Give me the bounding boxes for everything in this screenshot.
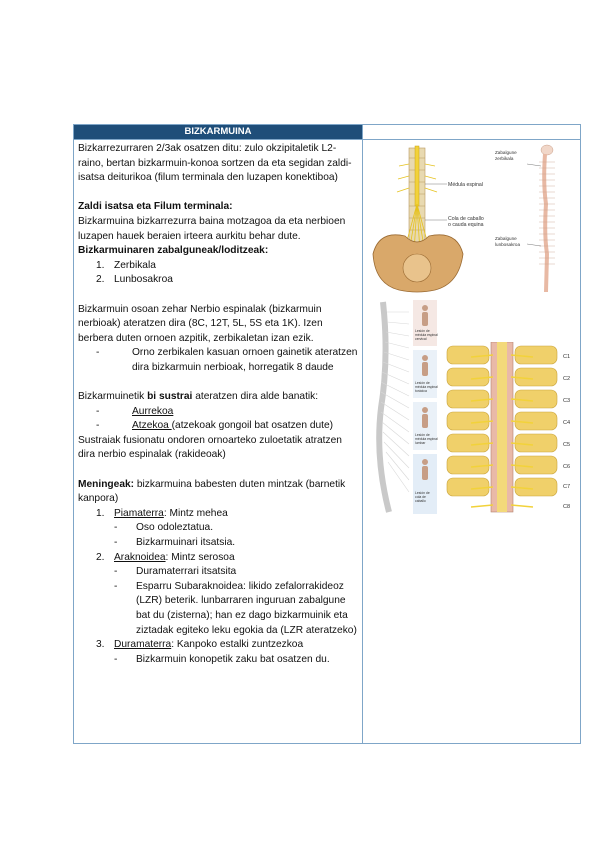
zaldi-heading: Zaldi isatsa eta Filum terminala:	[78, 200, 358, 215]
lesion-1-c: cervical	[415, 337, 427, 341]
lesion-3-a: Lesión de	[415, 433, 430, 437]
lesion-1-a: Lesión de	[415, 329, 430, 333]
label-lunbo-1: Zabalgune	[495, 236, 517, 241]
list-item: -Orno zerbikalen kasuan ornoen gainetik …	[78, 346, 358, 375]
label-zerbikal-1: Zabalgune	[495, 150, 517, 155]
table-title: BIZKARMUINA	[74, 125, 362, 139]
vertebra-label: C6	[563, 464, 570, 470]
sustrai-paragraph: Bizkarmuinetik bi sustrai ateratzen dira…	[78, 391, 319, 403]
list-item: -Oso odoleztatua.	[114, 522, 214, 534]
list-item-text: Zerbikala	[114, 259, 156, 271]
atzekoa-note: (atzekoak gongoil bat osatzen dute)	[171, 420, 334, 432]
list-item-text: Lunbosakroa	[114, 274, 173, 286]
cauda-equina-figure: Médula espinal Cola de caballo o cauda e…	[365, 144, 493, 294]
lesion-3-b: médula espinal	[415, 437, 438, 441]
list-item: 2.Araknoidea: Mintz serosoa	[96, 551, 235, 563]
piamaterra-name: Piamaterra	[114, 507, 164, 519]
intro-paragraph: Bizkarrezurraren 2/3ak osatzen ditu: zul…	[78, 143, 352, 184]
lesion-2-b: médula espinal	[415, 385, 438, 389]
nerbio-paragraph: Bizkarmuin osoan zehar Nerbio espinalak …	[78, 303, 323, 344]
list-item: -Esparru Subaraknoidea: likido zefalorra…	[114, 580, 357, 636]
content-table: BIZKARMUINA Bizkarrezurraren 2/3ak osatz…	[73, 124, 581, 744]
list-item: -Bizkarmuin konopetik zaku bat osatzen d…	[114, 653, 330, 665]
list-item-text: Orno zerbikalen kasuan ornoen gainetik a…	[132, 347, 358, 373]
zaldi-heading-text: Zaldi isatsa eta Filum terminala:	[78, 201, 233, 213]
vertebra-label: C7	[563, 484, 570, 490]
label-cola: Cola de caballo	[448, 216, 484, 222]
label-medula: Médula espinal	[448, 182, 483, 188]
zabalgune-heading: Bizkarmuinaren zabalguneak/loditzeak:	[78, 244, 358, 259]
table-header-empty	[362, 125, 580, 139]
list-item: 2.Lunbosakroa	[78, 273, 358, 288]
vertebra-label: C2	[563, 376, 570, 382]
sustrai-fusion-paragraph: Sustraiak fusionatu ondoren ornoarteko z…	[78, 434, 342, 461]
vertebra-label: C5	[563, 442, 570, 448]
list-item: 3.Duramaterra: Kanpoko estalki zuntzezko…	[96, 639, 304, 651]
list-item: 1.Piamaterra: Mintz mehea	[96, 507, 228, 519]
lesion-4-c: caballo	[415, 499, 426, 503]
vertebra-label: C1	[563, 354, 570, 360]
lesion-4-a: Lesión de	[415, 491, 430, 495]
meningeak-text: bizkarmuina babesten duten mintzak (barn…	[78, 478, 346, 505]
list-item: -Bizkarmuinari itsatsia.	[114, 537, 236, 549]
vertebra-label: C4	[563, 420, 570, 426]
lesion-3-c: lumbar	[415, 441, 426, 445]
zabalgune-heading-text: Bizkarmuinaren zabalguneak/loditzeak:	[78, 245, 269, 257]
cervical-section-figure: C1 C2 C3 C4 C5 C6 C7 C8	[441, 342, 577, 514]
figure-column: Médula espinal Cola de caballo o cauda e…	[362, 139, 580, 743]
zaldi-paragraph: Bizkarmuina bizkarrezurra baina motzagoa…	[78, 215, 346, 242]
araknoidea-name: Araknoidea	[114, 551, 166, 563]
lesion-1-b: médula espinal	[415, 333, 438, 337]
list-item: 1.Zerbikala	[78, 259, 358, 274]
label-zerbikal-2: zerbikala	[495, 156, 514, 161]
atzekoa-text: Atzekoa	[132, 420, 172, 432]
duramaterra-name: Duramaterra	[114, 639, 172, 651]
enlargements-figure: Zabalgune zerbikala Zabalgune lunbosakro…	[493, 144, 579, 294]
lesion-levels-figure: Lesión de médula espinal cervical Lesión…	[369, 298, 439, 518]
label-cola-2: o cauda equina	[448, 222, 484, 228]
lesion-2-a: Lesión de	[415, 381, 430, 385]
lesion-2-c: torácica	[415, 389, 427, 393]
vertebra-label: C3	[563, 398, 570, 404]
vertebra-label: C8	[563, 504, 570, 510]
list-item: -Duramaterrari itsatsita	[114, 566, 237, 578]
label-lunbo-2: lunbosakroa	[495, 242, 520, 247]
list-item: -Aurrekoa	[96, 405, 174, 417]
text-column: Bizkarrezurraren 2/3ak osatzen ditu: zul…	[74, 139, 362, 743]
meningeak-paragraph: Meningeak: bizkarmuina babesten duten mi…	[78, 478, 358, 507]
meningeak-label: Meningeak:	[78, 478, 135, 490]
list-item: -Atzekoa (atzekoak gongoil bat osatzen d…	[96, 420, 334, 432]
aurrekoa-text: Aurrekoa	[132, 405, 174, 417]
lesion-4-b: cola de	[415, 495, 426, 499]
table-header-row: BIZKARMUINA	[74, 125, 580, 139]
